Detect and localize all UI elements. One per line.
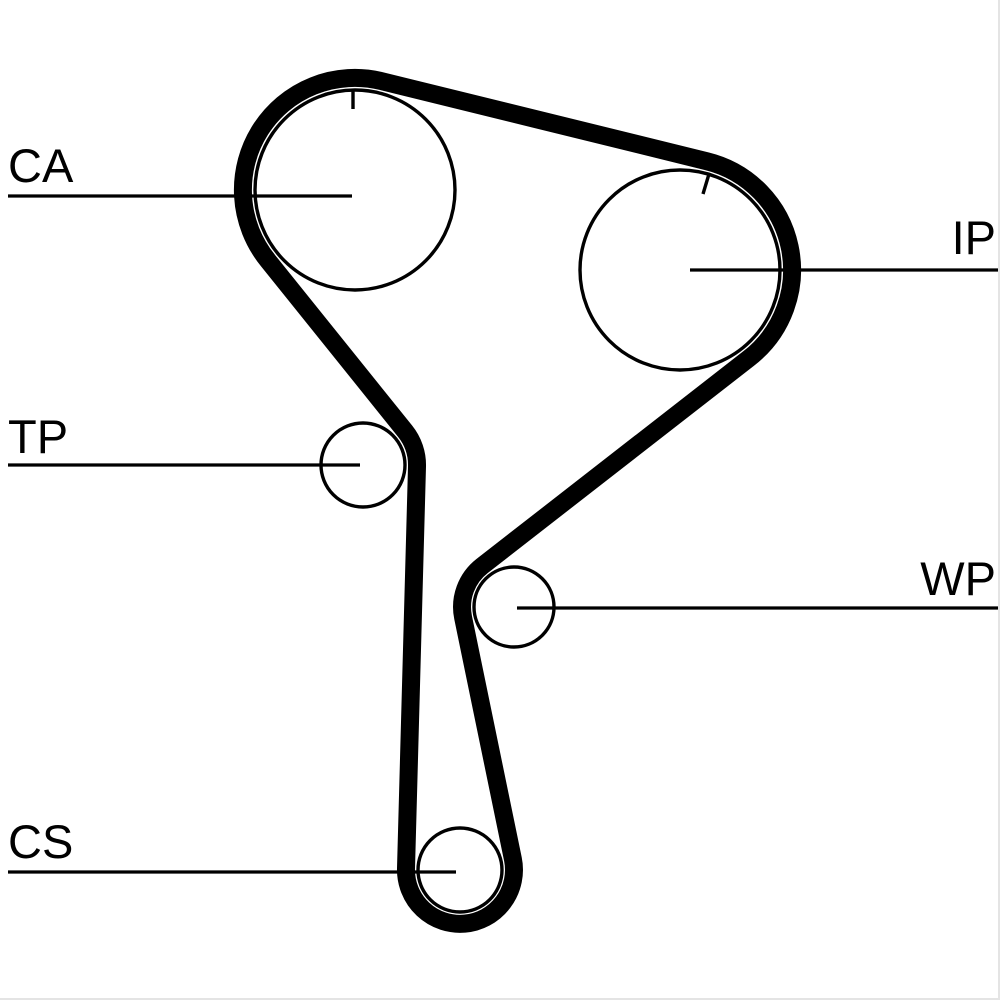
wp-label: WP xyxy=(920,552,996,605)
ip-pulley xyxy=(578,168,782,372)
wp-pulley xyxy=(472,565,556,649)
timing-belt xyxy=(233,68,802,933)
ca-pulley xyxy=(253,88,457,292)
ca-label: CA xyxy=(8,139,74,192)
ip-label: IP xyxy=(952,211,996,264)
cs-label: CS xyxy=(8,815,73,868)
tp-label: TP xyxy=(8,410,68,463)
cs-pulley xyxy=(416,826,504,914)
tp-pulley xyxy=(319,421,407,509)
ip-timing-mark xyxy=(701,173,711,195)
